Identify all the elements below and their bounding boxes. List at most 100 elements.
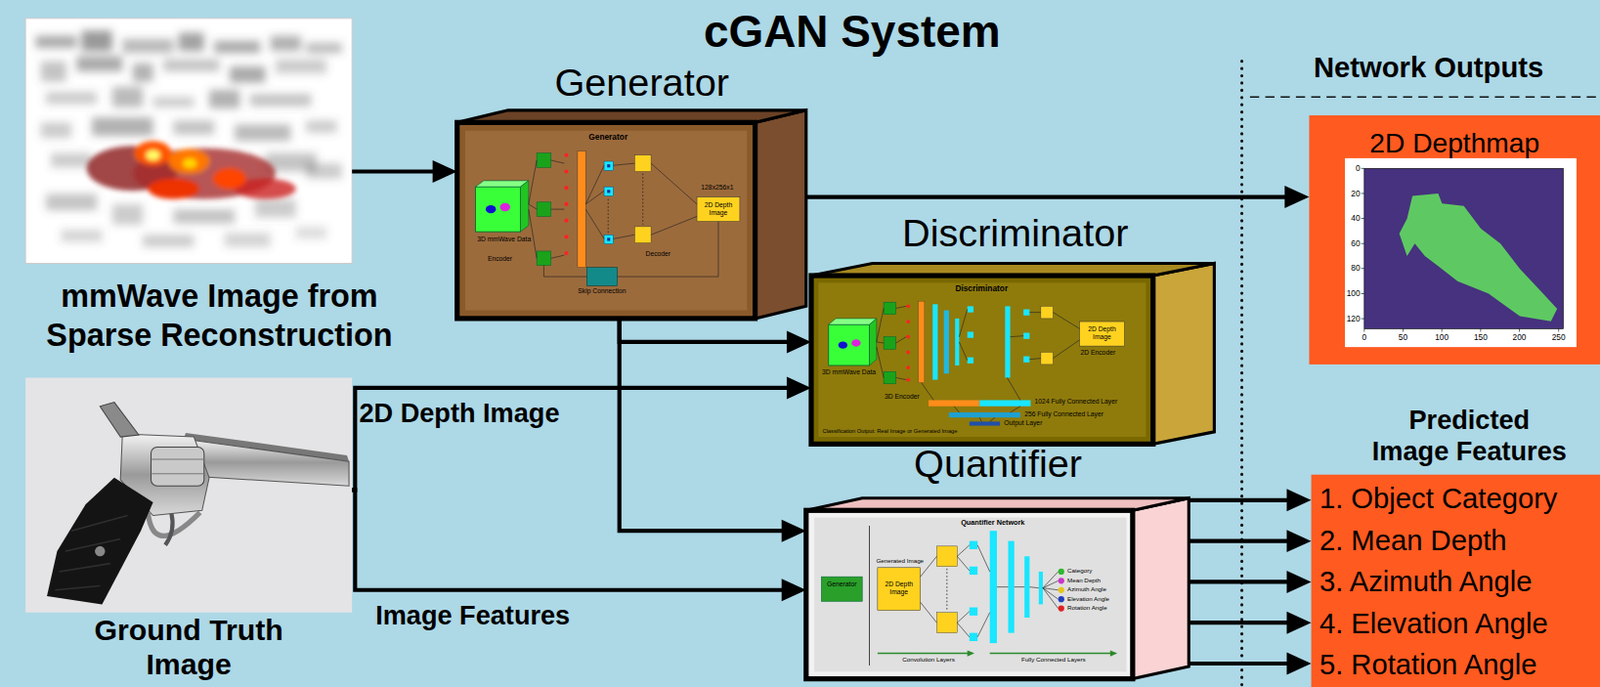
discriminator-network-figure (1029, 311, 1040, 313)
generator-network-figure (650, 163, 697, 205)
quantifier-network-figure (967, 649, 975, 656)
discriminator-network-figure (851, 339, 861, 346)
mmwave-heatmap (305, 163, 343, 179)
generator-box (457, 122, 756, 319)
arrow-head (786, 376, 812, 399)
generator-network-figure (563, 234, 568, 239)
quantifier-network-figure (996, 586, 1008, 588)
mmwave-heatmap (168, 149, 210, 174)
mmwave-heatmap (305, 43, 343, 53)
quantifier-network-figure (1014, 586, 1025, 588)
generator-box (457, 110, 807, 319)
discriminator-network-figure (928, 399, 980, 406)
depthmap-plot (1361, 168, 1365, 170)
generator-network-figure (536, 251, 552, 266)
layer-label: 2D Encoder (1071, 348, 1125, 357)
generator-network-figure (500, 203, 511, 212)
quantifier-network-figure (1042, 588, 1059, 600)
discriminator-network-figure (906, 365, 910, 370)
mmwave-heatmap (61, 229, 103, 243)
mmwave-heatmap (182, 158, 198, 169)
layer-label: Generated Image (873, 557, 927, 564)
mmwave-heatmap (163, 59, 219, 73)
discriminator-network-figure (990, 417, 995, 422)
discriminator-network-figure (883, 302, 897, 315)
feature-item: 2. Mean Depth (1319, 524, 1596, 558)
box-heading: Generator (488, 61, 795, 105)
revolver-photo (151, 459, 205, 461)
layer-label: Classification Output: Real Image or Gen… (821, 428, 1068, 435)
generator-network-figure (585, 165, 605, 205)
layer-label: 2D Depth Image (877, 566, 921, 610)
depthmap-plot (1441, 328, 1443, 332)
mmwave-heatmap (112, 204, 143, 225)
generator-network-figure (563, 185, 568, 190)
mmwave-heatmap (224, 232, 271, 248)
mmwave-heatmap (132, 63, 154, 83)
generator-network-figure (543, 265, 587, 277)
connector-line (806, 195, 1288, 200)
generator-network-figure (528, 160, 537, 205)
quantifier-network-figure (868, 525, 870, 666)
discriminator-network-figure (1010, 406, 1021, 413)
feature-item: 5. Rotation Angle (1319, 648, 1596, 682)
discriminator-network-figure (896, 305, 907, 308)
discriminator-box (1153, 263, 1215, 445)
quantifier-network-figure (990, 652, 1113, 655)
revolver-photo (25, 377, 352, 612)
network-figure: Generator3D mmWave DataEncoderDecoderSki… (465, 130, 747, 311)
discriminator-network-figure (876, 307, 884, 342)
discriminator-network-figure (1006, 377, 1021, 400)
discriminator-network-figure (1023, 333, 1030, 340)
layer-label: Skip Connection (571, 287, 634, 296)
generator-network-figure (563, 202, 568, 207)
generator-network-figure (475, 180, 529, 187)
discriminator-network-figure (1010, 336, 1025, 338)
generator-network-figure (586, 267, 617, 287)
generator-network-figure (475, 186, 521, 232)
quantifier-network-figure (977, 545, 991, 572)
output-box (1308, 115, 1600, 687)
output-box: Predicted Image Features1. Object Catego… (1311, 474, 1600, 687)
mmwave-heatmap (229, 66, 266, 84)
generator-network-figure (696, 197, 740, 222)
discriminator-network-figure (868, 318, 876, 366)
connector-line (1188, 579, 1289, 584)
quantifier-network-figure (956, 611, 970, 623)
mmwave-heatmap (82, 30, 113, 51)
quantifier-network-figure (877, 652, 970, 655)
discriminator-network-figure (1023, 309, 1030, 316)
discriminator-network-figure (944, 310, 950, 375)
connector-line (619, 318, 789, 343)
generator-network-figure (563, 251, 568, 256)
quantifier-box (814, 518, 1126, 673)
depthmap-plot (1399, 193, 1558, 322)
layer-label: 1024 Fully Connected Layer (1035, 397, 1137, 406)
discriminator-network-figure (906, 349, 910, 354)
quantifier-network-figure (1042, 588, 1059, 609)
generator-network-figure (604, 161, 613, 171)
discriminator-network-figure (883, 371, 897, 385)
axis-tick: 40 (1327, 213, 1360, 223)
generator-network-figure (475, 151, 740, 287)
connector-arrow (1188, 488, 1311, 512)
mmwave-heatmap (112, 86, 143, 108)
revolver-photo (165, 513, 173, 545)
connector-line (351, 169, 435, 173)
mmwave-heatmap (255, 199, 297, 218)
box-heading: Predicted Image Features (1368, 404, 1571, 467)
output-divider (1250, 95, 1600, 98)
output-label: Azimuth Angle (1067, 585, 1125, 594)
box-heading: Discriminator (862, 212, 1168, 256)
discriminator-network-figure (876, 346, 884, 378)
connector-arrow (1188, 570, 1311, 594)
connector-line (351, 489, 784, 590)
quantifier-network-figure (936, 612, 957, 634)
dimension-label: 128x256x1 (693, 183, 741, 192)
mmwave-heatmap (145, 150, 161, 161)
quantifier-network-figure (969, 607, 978, 616)
generator-network-figure (642, 173, 644, 225)
quantifier-network-figure (956, 556, 970, 571)
depthmap-plot (1361, 192, 1365, 194)
arrow-head (1286, 529, 1311, 553)
